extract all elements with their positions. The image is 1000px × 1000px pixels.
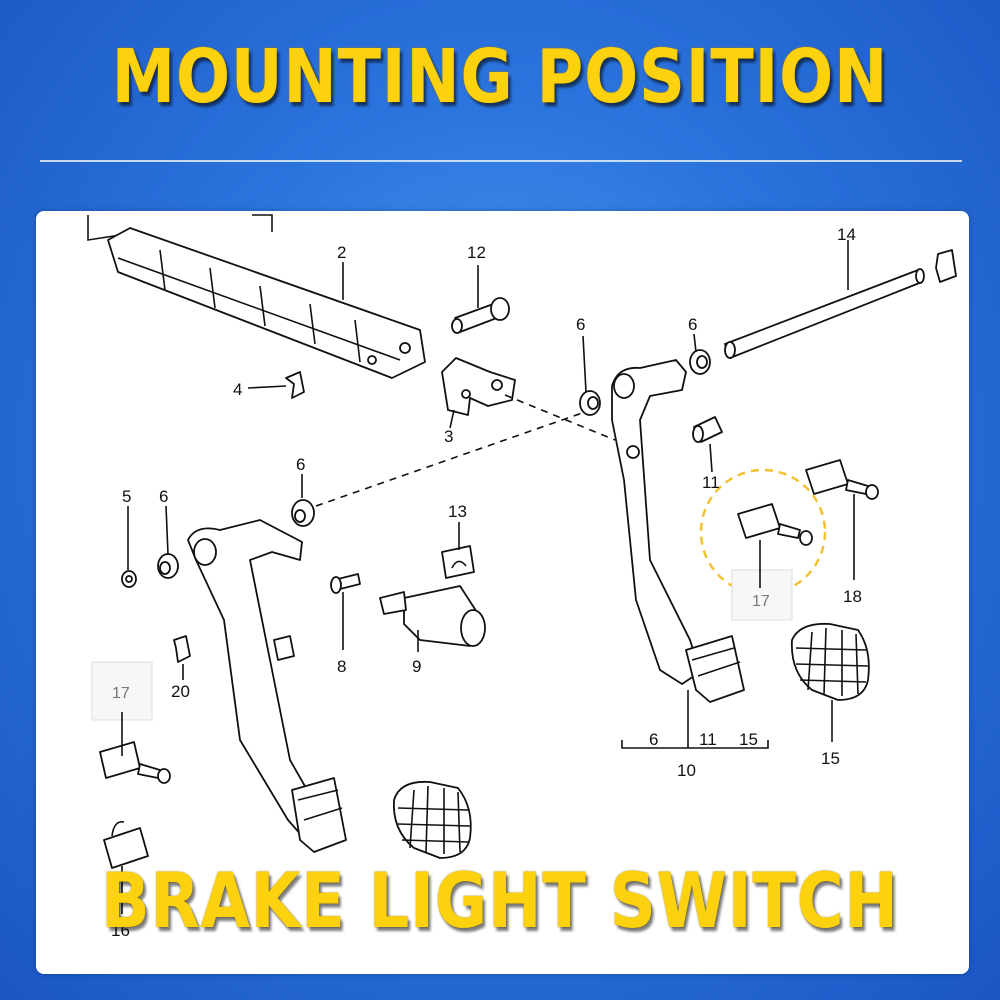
part-clutch-pedal [187,519,347,853]
assembly-line-b [315,411,586,507]
label-part-17b: 17 [752,593,770,610]
part-12-bolt [451,297,510,334]
part-pedal-pad-center [392,780,472,859]
part-17-switch-left [91,661,171,784]
label-part-16: 16 [111,921,130,940]
header-divider [40,160,962,162]
group-bracket-10 [621,740,769,749]
label-part-8: 8 [337,657,346,676]
label-part-10: 10 [677,761,696,780]
label-group-11: 11 [699,730,717,749]
part-6-bushing-far-left [157,553,179,579]
label-part-17a: 17 [112,685,130,702]
label-part-9: 9 [412,657,421,676]
label-part-6a: 6 [576,315,585,334]
leader-4 [247,385,287,389]
part-clip-top-right [935,249,957,283]
part-8-pin [330,573,361,594]
part-10-brake-pedal [611,359,745,703]
leader-6a [582,335,587,393]
footer-title: BRAKE LIGHT SWITCH [101,856,899,945]
label-part-6d: 6 [159,487,168,506]
assembly-line-a [504,394,616,441]
label-group-6: 6 [649,730,658,749]
leader-6b [693,333,697,353]
part-16-switch [103,820,149,869]
part-20-clip [173,635,191,663]
label-part-6c: 6 [296,455,305,474]
part-2-cross-member [107,227,426,379]
part-15-pedal-pad [790,622,870,701]
label-box-17-right [731,569,793,621]
part-6-bushing-top [689,349,711,375]
part-5-washer [121,570,137,588]
frame-corner-right [252,214,273,232]
label-part-3: 3 [444,427,453,446]
label-part-20: 20 [171,682,190,701]
part-18-switch [805,459,879,500]
label-part-6b: 6 [688,315,697,334]
diagram-panel [36,211,969,974]
part-9-cylinder [379,585,486,647]
part-6-bushing-mid [579,390,601,416]
label-part-15: 15 [821,749,840,768]
label-part-11a: 11 [702,473,720,492]
label-group-15: 15 [739,730,758,749]
label-part-2: 2 [337,243,346,262]
label-part-18: 18 [843,587,862,606]
highlight-ring [699,468,827,596]
leader-6d [165,505,169,555]
part-14-shaft [724,268,925,359]
label-part-14: 14 [837,225,856,244]
part-11-sleeve [692,416,723,443]
label-part-12: 12 [467,243,486,262]
part-13-stop [441,545,475,579]
part-17-brake-light-switch-highlight [737,503,813,546]
header-title: MOUNTING POSITION [111,34,889,120]
leader-3 [449,409,455,429]
label-part-13: 13 [448,502,467,521]
part-6-bushing-left [291,499,315,527]
label-part-5: 5 [122,487,131,506]
part-3-bracket [441,357,516,416]
part-4-clip [285,371,305,399]
label-part-4: 4 [233,380,242,399]
leader-11a [709,443,713,473]
